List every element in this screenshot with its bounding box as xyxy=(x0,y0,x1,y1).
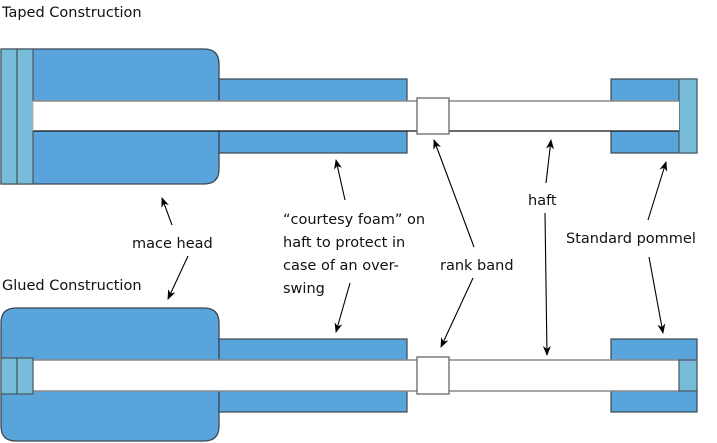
mace-head-arrow-down xyxy=(167,255,189,300)
standard-pommel-label: Standard pommel xyxy=(566,231,696,247)
taped-head-strip-outer xyxy=(0,48,18,185)
taped-haft xyxy=(33,101,679,131)
foam-label-line-3: case of an over- xyxy=(283,258,399,274)
pommel-arrow-up xyxy=(647,161,668,221)
foam-arrow-down xyxy=(334,282,351,333)
haft-label: haft xyxy=(528,193,557,209)
mace-head-label: mace head xyxy=(132,236,213,252)
foam-label-line-4: swing xyxy=(283,281,325,297)
rank-band-arrow-down xyxy=(440,277,474,348)
courtesy-foam-label: “courtesy foam” on haft to protect in ca… xyxy=(283,212,425,297)
taped-rank-band xyxy=(416,97,450,135)
taped-head-strip-inner xyxy=(16,48,34,185)
foam-arrow-up xyxy=(334,159,346,201)
glued-head-strip-outer xyxy=(0,357,18,395)
glued-head-strip-inner xyxy=(16,357,34,395)
haft-arrow-up xyxy=(545,139,554,184)
mace-head-arrow-up xyxy=(161,197,173,226)
glued-rank-band xyxy=(416,356,450,395)
taped-pommel-cap xyxy=(678,78,698,154)
rank-band-label: rank band xyxy=(440,258,514,274)
taped-construction-title: Taped Construction xyxy=(1,5,142,21)
foam-label-line-1: “courtesy foam” on xyxy=(283,212,425,228)
taped-mace xyxy=(0,48,698,185)
glued-mace xyxy=(0,307,698,442)
pommel-arrow-down xyxy=(648,256,666,334)
foam-label-line-2: haft to protect in xyxy=(283,235,405,251)
glued-pommel-cap xyxy=(678,359,698,392)
glued-construction-title: Glued Construction xyxy=(2,278,142,294)
rank-band-arrow-up xyxy=(433,139,475,248)
glued-haft xyxy=(33,360,679,391)
haft-arrow-down xyxy=(542,212,551,356)
